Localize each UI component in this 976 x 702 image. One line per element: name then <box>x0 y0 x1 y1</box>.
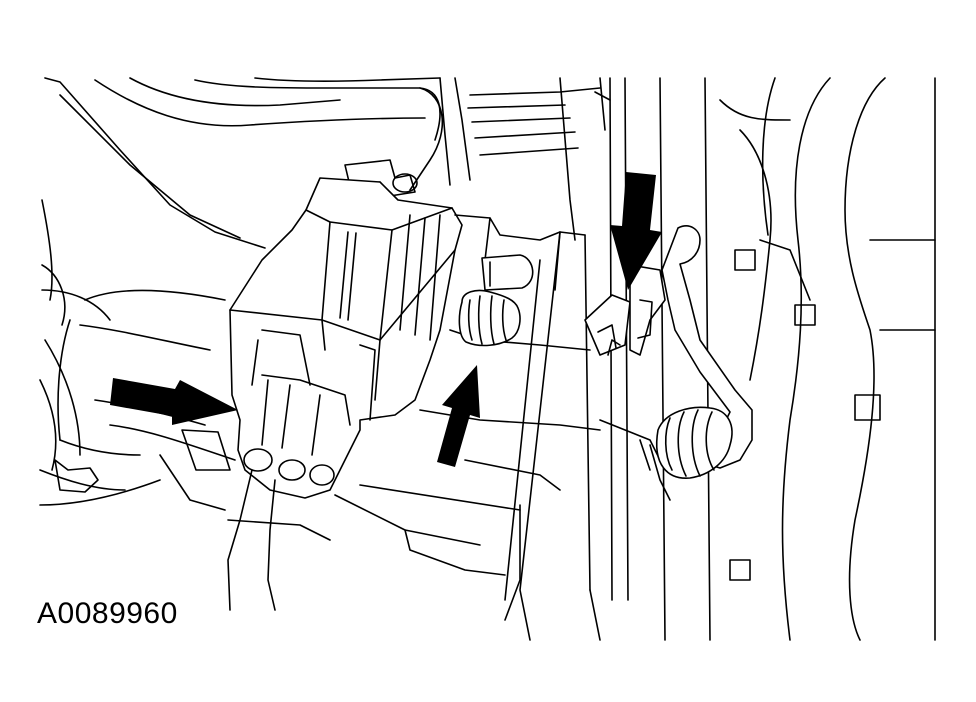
hook-bracket <box>629 225 753 501</box>
push-pin-retainer <box>458 289 521 347</box>
arrow-pointing-down <box>610 172 662 290</box>
hose-bundle <box>39 199 236 511</box>
background-structure <box>44 77 611 249</box>
electrical-connector <box>227 177 463 611</box>
figure-code-label: A0089960 <box>37 597 178 630</box>
callout-arrows <box>110 172 662 467</box>
arrow-pointing-up <box>437 365 480 467</box>
vertical-post <box>504 77 711 641</box>
mounting-bracket <box>334 214 601 621</box>
right-cylinders <box>719 77 936 641</box>
arrow-pointing-right <box>110 378 238 425</box>
